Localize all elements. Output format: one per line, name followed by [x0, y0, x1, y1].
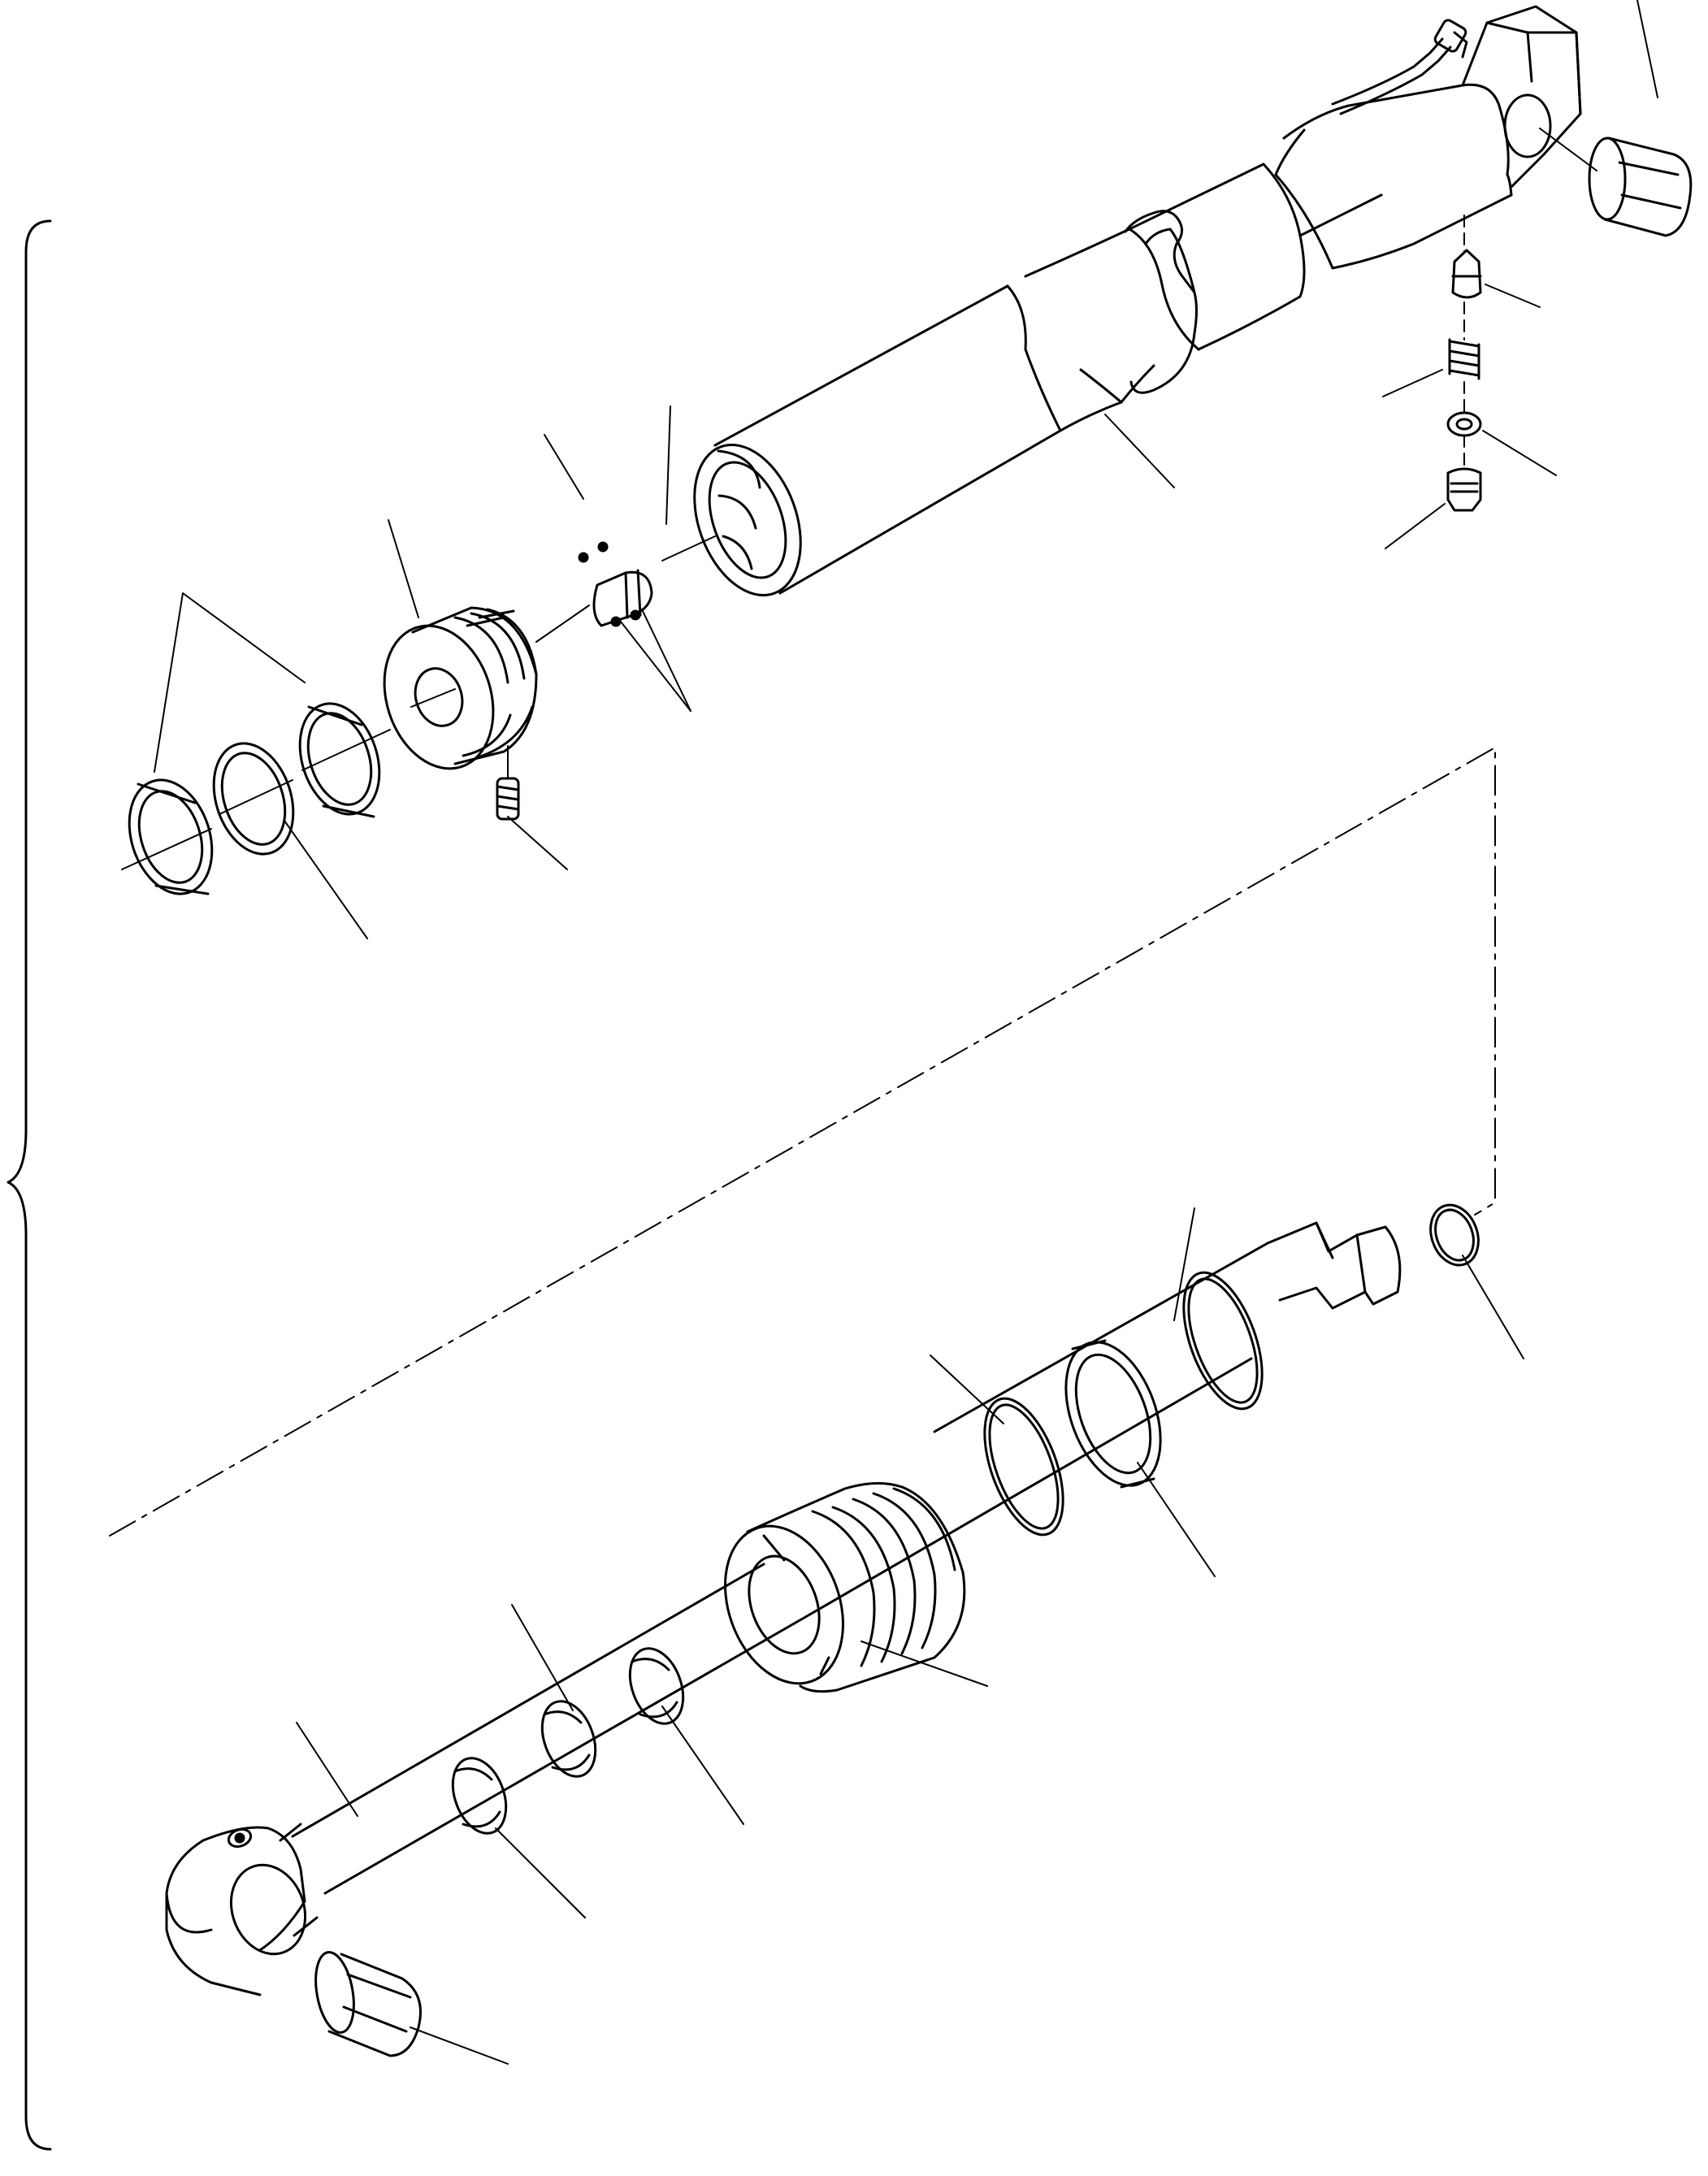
leader-lines [154, 0, 1658, 2065]
grease-tube [1331, 19, 1468, 115]
o-ring-large [983, 1271, 1264, 1537]
piston-wear-rings [128, 742, 295, 895]
pin-bushing-bottom [314, 1951, 422, 2057]
piston-seal-ring [298, 702, 381, 818]
pin-bushing-top [1539, 128, 1693, 237]
o-ring-small [1429, 1203, 1480, 1267]
barrel-tube [693, 83, 1513, 597]
gland [724, 1481, 966, 1693]
check-valve-spring [1448, 338, 1480, 380]
set-screw [496, 745, 520, 821]
backup-ring [1064, 1339, 1162, 1489]
rod [291, 1221, 1402, 1895]
head-end-clevis-block [1461, 5, 1582, 189]
check-valve-poppet [1451, 249, 1482, 299]
assembly-reference-line [109, 747, 1496, 1537]
rod-seals [451, 1647, 685, 1835]
lock-balls [578, 541, 653, 627]
piston [383, 606, 538, 770]
piston-axis [121, 535, 716, 870]
rod-eye [165, 1823, 319, 1996]
assembly-bracket [7, 219, 52, 2151]
check-valve-plug [1446, 467, 1482, 512]
check-valve-washer [1446, 411, 1482, 437]
